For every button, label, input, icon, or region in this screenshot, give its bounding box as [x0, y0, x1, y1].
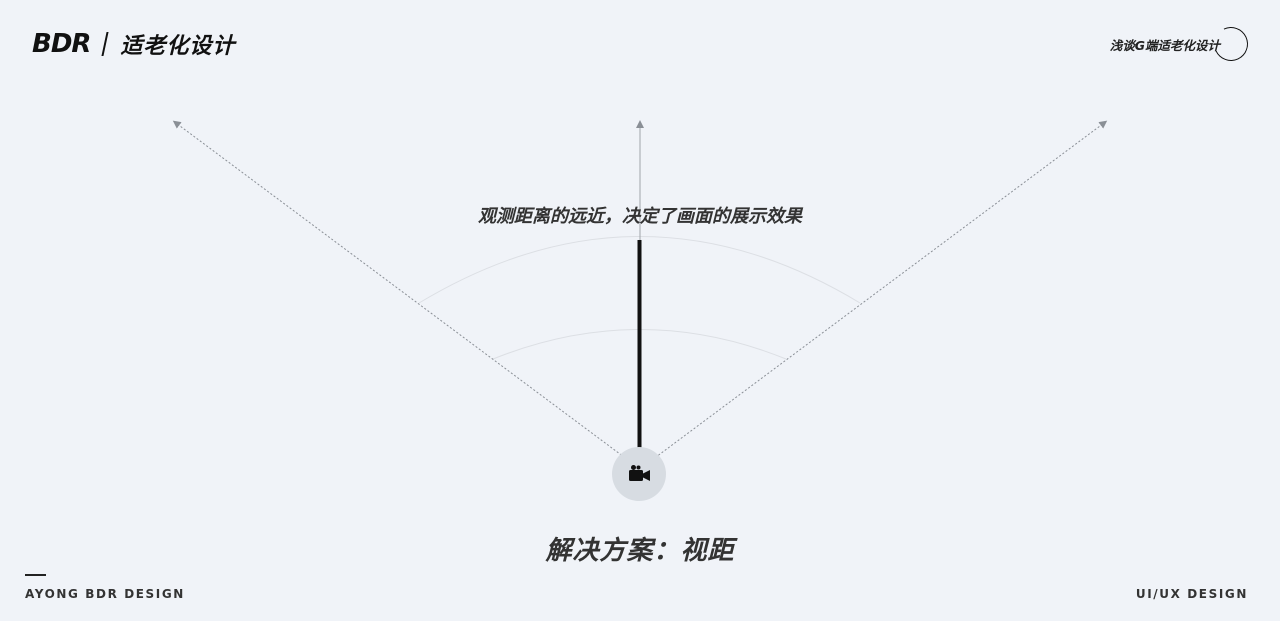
footer-left-text: AYONG BDR DESIGN — [25, 587, 185, 601]
footer-dash — [25, 574, 46, 576]
right-view-arrow — [651, 120, 1108, 461]
brand: BDR 适老化设计 — [32, 28, 235, 60]
diagram-caption: 观测距离的远近，决定了画面的展示效果 — [478, 206, 802, 227]
brand-subtitle: 适老化设计 — [120, 34, 236, 59]
camera-circle — [612, 447, 666, 501]
distance-bar — [637, 240, 642, 450]
topic-badge: 浅谈G端适老化设计 — [1109, 22, 1253, 66]
footer-right-text: UI/UX DESIGN — [1135, 587, 1248, 601]
left-view-arrow — [172, 120, 629, 461]
video-camera-icon — [629, 465, 650, 481]
brand-logo: BDR — [32, 29, 91, 59]
page-title: 解决方案：视距 — [545, 536, 735, 566]
topic-text: 浅谈G端适老化设计 — [1109, 37, 1220, 53]
